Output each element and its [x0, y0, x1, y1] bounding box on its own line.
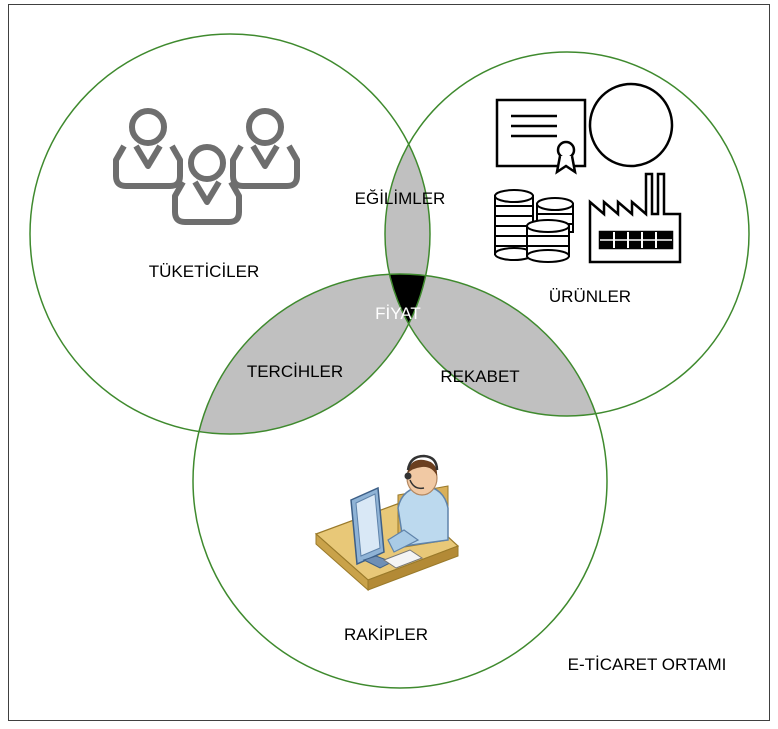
label-competition: REKABET — [440, 367, 519, 386]
label-preferences: TERCİHLER — [247, 362, 343, 381]
label-ecommerce-environment: E-TİCARET ORTAMI — [568, 655, 727, 674]
label-competitors: RAKİPLER — [344, 625, 428, 644]
label-consumers: TÜKETİCİLER — [149, 262, 260, 281]
label-products: ÜRÜNLER — [549, 287, 631, 306]
certificate-icon — [495, 98, 587, 175]
coin-stacks-icon — [494, 189, 574, 263]
circle-symbol-icon — [588, 82, 674, 168]
call-center-agent-icon — [314, 454, 460, 592]
people-group-icon — [113, 108, 300, 225]
label-price: FİYAT — [375, 304, 421, 323]
circle-products — [384, 51, 750, 417]
circle-consumers — [29, 33, 431, 435]
overlap-consumers-competitors — [193, 274, 430, 434]
factory-icon — [588, 172, 682, 264]
overlap-products-competitors — [385, 274, 607, 416]
circle-competitors — [192, 273, 608, 689]
label-trends: EĞİLİMLER — [355, 189, 446, 208]
